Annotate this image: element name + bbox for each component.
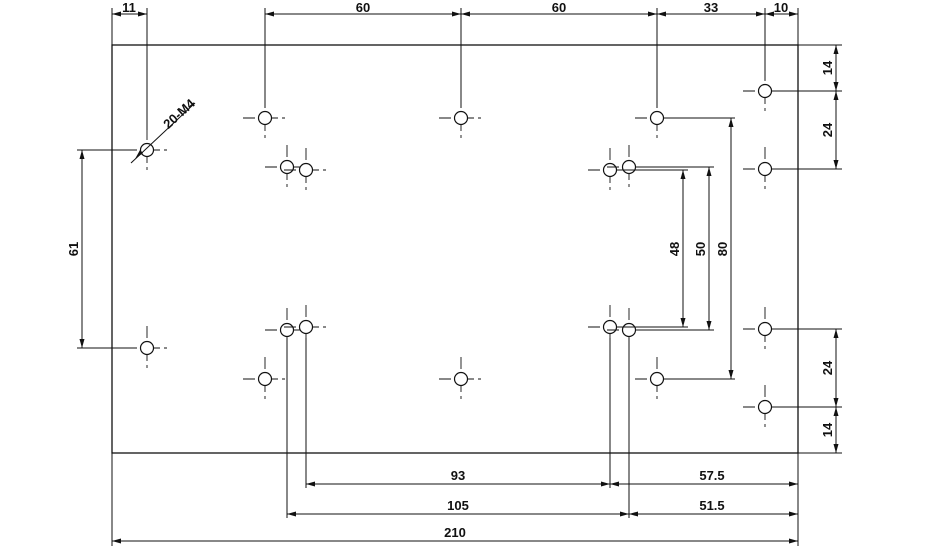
plate-outline xyxy=(111,44,799,454)
dim-top-60b: 60 xyxy=(552,0,566,15)
arrowhead xyxy=(287,511,296,517)
arrowhead xyxy=(789,11,798,17)
holes-group xyxy=(125,69,787,429)
arrowhead xyxy=(620,511,629,517)
dim-top-33: 33 xyxy=(704,0,718,15)
arrowhead xyxy=(765,11,774,17)
arrowhead xyxy=(728,118,734,127)
dim-inner-50: 50 xyxy=(693,242,708,256)
arrowhead xyxy=(833,160,839,169)
mounting-hole xyxy=(284,148,328,192)
arrowhead xyxy=(648,11,657,17)
dim-bottom-57-5: 57.5 xyxy=(699,468,724,483)
dim-right-24b: 24 xyxy=(820,360,835,375)
arrowhead xyxy=(79,150,85,159)
arrowhead xyxy=(789,481,798,487)
dim-right-14a: 14 xyxy=(820,60,835,75)
arrowhead xyxy=(833,398,839,407)
arrowhead xyxy=(601,481,610,487)
arrowhead xyxy=(265,11,274,17)
arrowhead xyxy=(833,45,839,54)
arrowhead xyxy=(680,170,686,179)
dim-bottom-210: 210 xyxy=(444,525,466,540)
arrowhead xyxy=(452,11,461,17)
arrowhead xyxy=(610,481,619,487)
arrowhead xyxy=(680,318,686,327)
dimension-labels: 11 60 60 33 10 14 24 24 14 61 48 50 80 9… xyxy=(66,0,835,540)
extension-lines xyxy=(77,8,842,546)
arrowhead xyxy=(833,329,839,338)
mounting-hole xyxy=(743,307,787,351)
arrowhead xyxy=(629,511,638,517)
mounting-hole xyxy=(743,385,787,429)
dim-inner-80: 80 xyxy=(715,242,730,256)
arrowhead xyxy=(706,321,712,330)
arrowhead xyxy=(706,167,712,176)
arrowhead xyxy=(135,150,143,159)
dim-left-61: 61 xyxy=(66,242,81,256)
arrowhead xyxy=(461,11,470,17)
hole-callout-label: 20-M4 xyxy=(160,95,198,131)
dim-bottom-51-5: 51.5 xyxy=(699,498,724,513)
dim-right-24a: 24 xyxy=(820,122,835,137)
dim-right-14b: 14 xyxy=(820,422,835,437)
mounting-hole xyxy=(439,357,483,401)
mounting-hole xyxy=(743,147,787,191)
dim-top-10: 10 xyxy=(774,0,788,15)
arrowhead xyxy=(756,11,765,17)
arrowhead xyxy=(138,11,147,17)
arrowhead xyxy=(833,82,839,91)
mounting-hole xyxy=(635,357,679,401)
dim-top-11: 11 xyxy=(122,0,136,15)
arrowhead xyxy=(833,407,839,416)
arrowhead xyxy=(112,11,121,17)
dimension-arrows xyxy=(79,11,839,544)
dim-bottom-105: 105 xyxy=(447,498,469,513)
arrowhead xyxy=(728,370,734,379)
arrowhead xyxy=(789,511,798,517)
dimension-lines xyxy=(81,13,837,542)
mounting-hole xyxy=(284,305,328,349)
dim-inner-48: 48 xyxy=(667,242,682,256)
arrowhead xyxy=(833,444,839,453)
dim-bottom-93: 93 xyxy=(451,468,465,483)
dim-top-60a: 60 xyxy=(356,0,370,15)
arrowhead xyxy=(112,538,121,544)
arrowhead xyxy=(789,538,798,544)
mounting-hole xyxy=(243,357,287,401)
arrowhead xyxy=(306,481,315,487)
arrowhead xyxy=(657,11,666,17)
arrowhead xyxy=(79,339,85,348)
arrowhead xyxy=(833,91,839,100)
